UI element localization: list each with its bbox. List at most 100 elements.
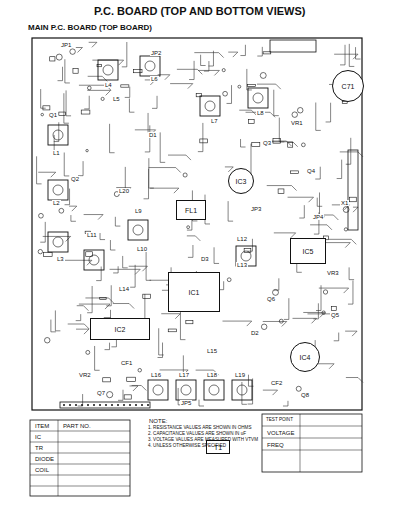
capacitor-outline	[222, 69, 225, 72]
coil-can	[232, 380, 252, 400]
coil-core	[181, 385, 191, 395]
component-label: IC4	[300, 354, 311, 361]
copper-trace	[96, 267, 101, 281]
copper-trace	[189, 61, 194, 80]
connector	[348, 150, 358, 230]
copper-trace	[64, 153, 69, 176]
copper-trace	[204, 61, 209, 71]
capacitor-outline	[260, 72, 266, 78]
resistor-outline	[124, 395, 131, 399]
pin-pad	[111, 404, 113, 406]
coil-core	[205, 101, 215, 111]
ref-designator: L3	[56, 256, 65, 262]
ref-designator: VR2	[78, 372, 92, 378]
resistor-outline	[121, 85, 129, 87]
resistor-outline	[44, 252, 53, 256]
copper-trace	[65, 59, 70, 83]
coil-can	[204, 380, 224, 400]
copper-trace	[100, 233, 105, 240]
resistor-outline	[278, 189, 284, 193]
table-cell: FREQ	[266, 442, 285, 448]
ref-designator: Q8	[300, 392, 310, 398]
ref-designator: L10	[136, 246, 148, 252]
ref-designator: L12	[236, 236, 248, 242]
copper-trace	[95, 346, 100, 370]
ref-designator: L18	[206, 372, 218, 378]
capacitor-outline	[187, 226, 190, 229]
resistor-outline	[100, 297, 106, 299]
component-label: C71	[342, 83, 355, 90]
table-rule	[30, 486, 130, 487]
parts-table-frame	[30, 420, 130, 496]
capacitor-outline	[70, 49, 75, 54]
copper-trace	[239, 110, 256, 115]
resistor-outline	[168, 329, 176, 332]
copper-trace	[122, 42, 127, 67]
coil-can	[200, 96, 220, 116]
ref-designator: L14	[118, 286, 130, 292]
resistor-outline	[73, 68, 78, 73]
coil-core	[53, 185, 63, 195]
resistor-outline	[127, 377, 136, 381]
table-rule	[30, 442, 130, 443]
note-text: 2. CAPACITANCE VALUES ARE SHOWN IN uF	[148, 432, 246, 437]
copper-trace	[199, 400, 204, 406]
copper-trace	[324, 243, 350, 248]
copper-trace	[316, 103, 321, 131]
copper-trace	[299, 205, 304, 218]
pin-pad	[129, 404, 131, 406]
ref-designator: D3	[200, 256, 210, 262]
copper-trace	[84, 96, 89, 109]
copper-trace	[118, 390, 123, 401]
pin-pad	[99, 404, 101, 406]
copper-trace	[228, 52, 238, 57]
copper-trace	[334, 333, 339, 341]
copper-trace	[145, 125, 150, 152]
copper-trace	[177, 69, 202, 74]
table-rule	[262, 450, 362, 451]
connector	[60, 402, 150, 408]
resistor-outline	[50, 57, 55, 61]
coil-core	[53, 130, 63, 140]
copper-trace	[283, 401, 288, 406]
component-box: IC3	[228, 168, 254, 194]
capacitor-outline	[279, 319, 283, 323]
coil-can	[48, 232, 68, 252]
ref-designator: L5	[112, 96, 121, 102]
ref-designator: L2	[52, 200, 61, 206]
coil-can	[128, 220, 148, 240]
table-rule	[30, 475, 130, 476]
resistor-outline	[186, 320, 193, 323]
ref-designator: JP3	[250, 206, 262, 212]
resistor-outline	[103, 378, 111, 382]
resistor-outline	[81, 110, 90, 114]
copper-trace	[160, 132, 165, 162]
traces	[30, 40, 363, 496]
capacitor-outline	[323, 290, 327, 294]
copper-trace	[274, 90, 279, 116]
table-rule	[262, 426, 362, 427]
resistor-outline	[244, 249, 251, 253]
capacitor-outline	[292, 112, 297, 117]
copper-trace	[194, 53, 223, 58]
coil-can	[148, 380, 168, 400]
copper-trace	[356, 47, 361, 59]
ref-designator: JP4	[312, 214, 324, 220]
ref-designator: Q1	[48, 112, 58, 118]
pin-pad	[135, 404, 137, 406]
ref-designator: CF2	[270, 380, 283, 386]
copper-trace	[130, 265, 135, 287]
copper-trace	[337, 160, 342, 179]
resistor-outline	[247, 84, 255, 86]
copper-trace	[334, 54, 358, 59]
coil-core	[209, 385, 219, 395]
capacitor-outline	[59, 208, 64, 213]
component-label: IC5	[303, 248, 314, 255]
copper-trace	[150, 188, 179, 193]
copper-trace	[149, 158, 154, 188]
ref-designator: Q7	[96, 390, 106, 396]
copper-trace	[110, 269, 141, 274]
copper-trace	[41, 89, 46, 108]
copper-trace	[113, 266, 118, 273]
resistor-outline	[200, 139, 208, 143]
